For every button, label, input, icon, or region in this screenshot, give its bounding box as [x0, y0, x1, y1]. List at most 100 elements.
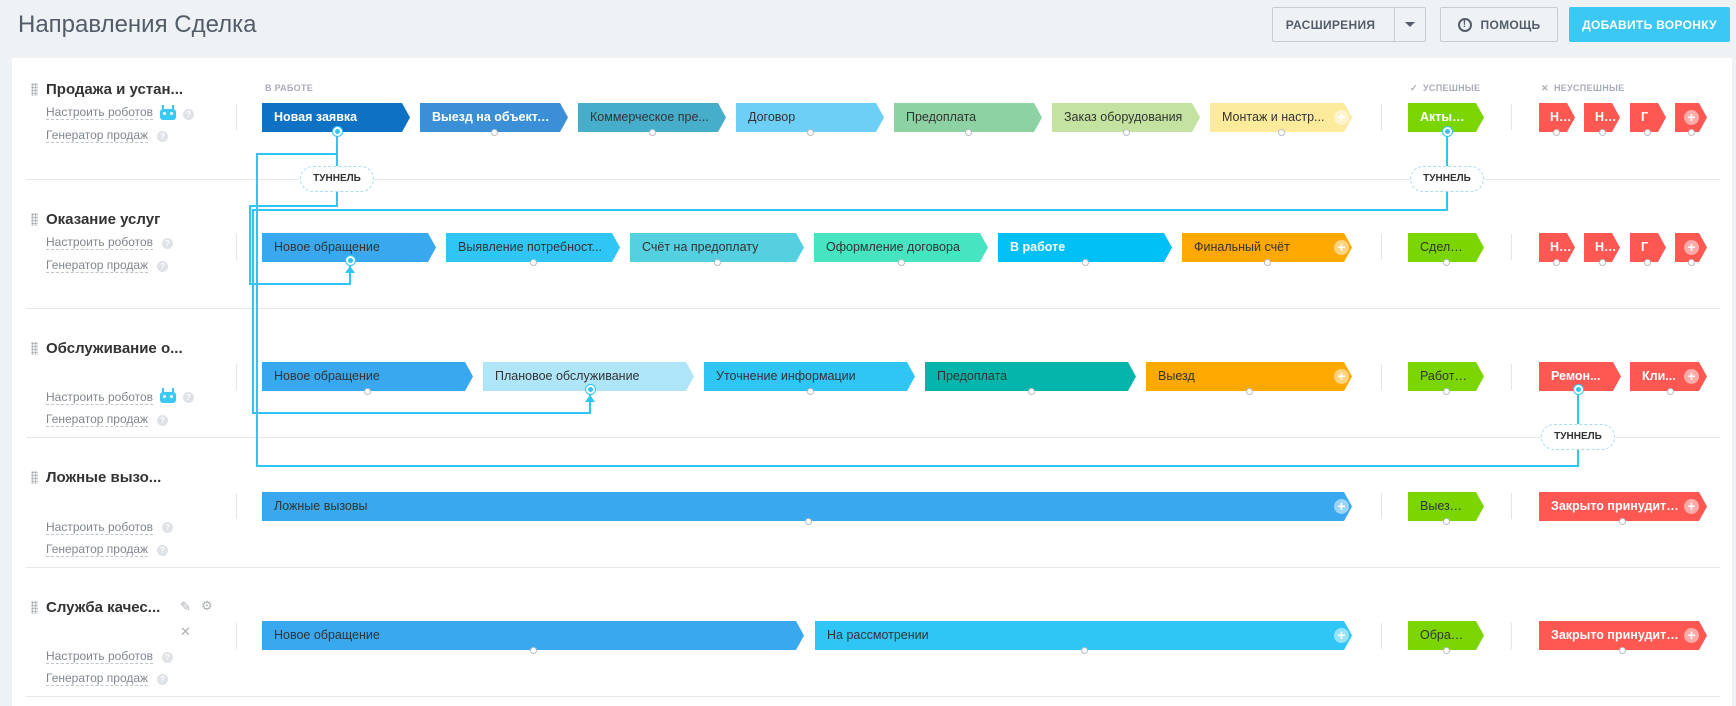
- add-stage-icon[interactable]: +: [1334, 628, 1349, 643]
- stage-connector-dot[interactable]: [1688, 129, 1695, 136]
- help-question-icon[interactable]: ?: [157, 415, 168, 426]
- add-stage-icon[interactable]: +: [1334, 240, 1349, 255]
- stage-connector-dot[interactable]: [649, 129, 656, 136]
- tunnel-label[interactable]: ТУННЕЛЬ: [1541, 424, 1615, 450]
- help-question-icon[interactable]: ?: [157, 674, 168, 685]
- help-question-icon[interactable]: ?: [157, 131, 168, 142]
- stage-connector-dot[interactable]: [1644, 259, 1651, 266]
- stage-connector-dot[interactable]: [807, 388, 814, 395]
- tunnel-endpoint-dot[interactable]: [333, 127, 342, 136]
- fail-stage[interactable]: Н: [1539, 103, 1575, 132]
- tunnel-label[interactable]: ТУННЕЛЬ: [1410, 166, 1484, 192]
- robots-link[interactable]: Настроить роботов: [46, 649, 154, 664]
- stage-connector-dot[interactable]: [1082, 259, 1089, 266]
- stage-item[interactable]: Коммерческое пре...: [578, 103, 726, 132]
- drag-handle-icon[interactable]: [31, 83, 38, 96]
- stage-connector-dot[interactable]: [1081, 647, 1088, 654]
- stage-connector-dot[interactable]: [1246, 388, 1253, 395]
- add-stage-icon[interactable]: +: [1684, 240, 1699, 255]
- stage-connector-dot[interactable]: [965, 129, 972, 136]
- help-question-icon[interactable]: ?: [162, 238, 173, 249]
- add-stage-icon[interactable]: +: [1334, 369, 1349, 384]
- funnel-name[interactable]: Ложные вызо...: [46, 469, 162, 486]
- stage-item[interactable]: Монтаж и настр...: [1210, 103, 1352, 132]
- success-stage[interactable]: Работы ...: [1408, 362, 1484, 391]
- stage-item[interactable]: Предоплата: [894, 103, 1042, 132]
- stage-connector-dot[interactable]: [805, 518, 812, 525]
- stage-connector-dot[interactable]: [1619, 647, 1626, 654]
- stage-connector-dot[interactable]: [807, 129, 814, 136]
- sales-generator-link[interactable]: Генератор продаж: [46, 412, 149, 427]
- drag-handle-icon[interactable]: [31, 601, 38, 614]
- stage-connector-dot[interactable]: [1553, 129, 1560, 136]
- stage-connector-dot[interactable]: [1619, 518, 1626, 525]
- fail-stage[interactable]: Закрыто принудите...: [1539, 621, 1707, 650]
- extensions-dropdown-toggle[interactable]: [1394, 8, 1425, 41]
- add-stage-icon[interactable]: +: [1684, 628, 1699, 643]
- tunnel-label[interactable]: ТУННЕЛЬ: [300, 166, 374, 192]
- stage-connector-dot[interactable]: [1123, 129, 1130, 136]
- fail-stage[interactable]: Г: [1630, 233, 1666, 262]
- help-question-icon[interactable]: ?: [183, 392, 194, 403]
- extensions-button[interactable]: РАСШИРЕНИЯ: [1272, 7, 1426, 42]
- tunnel-endpoint-dot[interactable]: [586, 385, 595, 394]
- help-question-icon[interactable]: ?: [162, 652, 173, 663]
- drag-handle-icon[interactable]: [31, 213, 38, 226]
- drag-handle-icon[interactable]: [31, 342, 38, 355]
- edit-icon[interactable]: ✎: [180, 599, 191, 614]
- stage-item[interactable]: На рассмотрении: [815, 621, 1352, 650]
- robots-link[interactable]: Настроить роботов: [46, 235, 154, 250]
- stage-connector-dot[interactable]: [898, 259, 905, 266]
- help-question-icon[interactable]: ?: [157, 545, 168, 556]
- add-stage-icon[interactable]: +: [1334, 499, 1349, 514]
- stage-connector-dot[interactable]: [1599, 259, 1606, 266]
- stage-connector-dot[interactable]: [1667, 388, 1674, 395]
- stage-item[interactable]: Заказ оборудования: [1052, 103, 1200, 132]
- drag-handle-icon[interactable]: [31, 471, 38, 484]
- stage-connector-dot[interactable]: [530, 647, 537, 654]
- add-stage-icon[interactable]: +: [1684, 110, 1699, 125]
- stage-item[interactable]: Новое обращение: [262, 621, 804, 650]
- stage-item[interactable]: Счёт на предоплату: [630, 233, 804, 262]
- stage-connector-dot[interactable]: [364, 388, 371, 395]
- stage-connector-dot[interactable]: [1553, 259, 1560, 266]
- fail-stage[interactable]: Н: [1539, 233, 1575, 262]
- funnel-name[interactable]: Обслуживание о...: [46, 340, 183, 357]
- add-funnel-button[interactable]: ДОБАВИТЬ ВОРОНКУ: [1569, 7, 1730, 42]
- stage-item[interactable]: Выявление потребност...: [446, 233, 620, 262]
- help-question-icon[interactable]: ?: [162, 522, 173, 533]
- stage-connector-dot[interactable]: [714, 259, 721, 266]
- stage-item[interactable]: Новое обращение: [262, 362, 473, 391]
- stage-connector-dot[interactable]: [1443, 518, 1450, 525]
- funnel-name[interactable]: Служба качес...: [46, 599, 161, 616]
- stage-item[interactable]: Предоплата: [925, 362, 1136, 391]
- stage-connector-dot[interactable]: [530, 259, 537, 266]
- stage-connector-dot[interactable]: [491, 129, 498, 136]
- stage-connector-dot[interactable]: [1688, 259, 1695, 266]
- add-stage-icon[interactable]: +: [1334, 110, 1349, 125]
- stage-item[interactable]: Выезд: [1146, 362, 1352, 391]
- sales-generator-link[interactable]: Генератор продаж: [46, 128, 149, 143]
- stage-connector-dot[interactable]: [1443, 259, 1450, 266]
- stage-connector-dot[interactable]: [1278, 129, 1285, 136]
- add-stage-icon[interactable]: +: [1684, 369, 1699, 384]
- stage-item[interactable]: Оформление договора: [814, 233, 988, 262]
- stage-connector-dot[interactable]: [1264, 259, 1271, 266]
- fail-stage[interactable]: Н: [1584, 103, 1620, 132]
- robots-link[interactable]: Настроить роботов: [46, 105, 154, 120]
- stage-item[interactable]: Финальный счёт: [1182, 233, 1352, 262]
- stage-item[interactable]: Договор: [736, 103, 884, 132]
- add-stage-icon[interactable]: +: [1684, 499, 1699, 514]
- fail-stage[interactable]: Н: [1584, 233, 1620, 262]
- funnel-name[interactable]: Продажа и устан...: [46, 81, 184, 98]
- fail-stage[interactable]: Закрыто принудите...: [1539, 492, 1707, 521]
- sales-generator-link[interactable]: Генератор продаж: [46, 258, 149, 273]
- help-question-icon[interactable]: ?: [157, 261, 168, 272]
- stage-connector-dot[interactable]: [1443, 647, 1450, 654]
- stage-item[interactable]: Уточнение информации: [704, 362, 915, 391]
- stage-connector-dot[interactable]: [1028, 388, 1035, 395]
- sales-generator-link[interactable]: Генератор продаж: [46, 671, 149, 686]
- success-stage[interactable]: Обращ...: [1408, 621, 1484, 650]
- stage-connector-dot[interactable]: [1644, 129, 1651, 136]
- help-question-icon[interactable]: ?: [183, 109, 194, 120]
